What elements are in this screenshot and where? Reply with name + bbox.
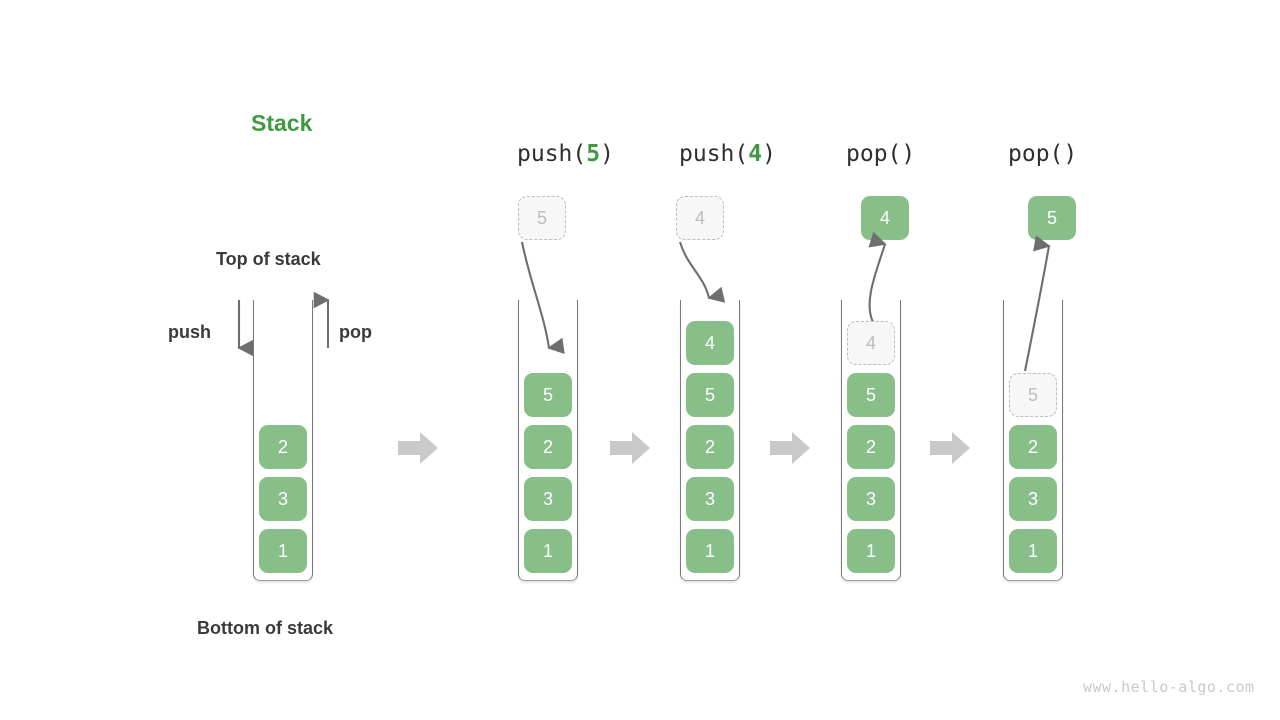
op-prefix: push(	[517, 141, 587, 167]
top-of-stack-label: Top of stack	[216, 249, 321, 269]
op-prefix: pop()	[1008, 141, 1078, 167]
transition-arrow	[930, 432, 970, 464]
operation-title-push4: push(4)	[679, 141, 776, 167]
stack-cell: 1	[524, 529, 572, 573]
stack-container-initial	[253, 300, 313, 581]
pop-motion-arrow	[868, 231, 887, 323]
stack-cell: 2	[524, 425, 572, 469]
op-argument: 5	[586, 141, 601, 167]
vacated-slot-cell: 4	[847, 321, 895, 365]
op-suffix: )	[762, 141, 776, 167]
floating-popped-cell: 4	[861, 196, 909, 240]
stack-cell: 2	[259, 425, 307, 469]
stack-cell: 5	[847, 373, 895, 417]
stack-cell: 3	[524, 477, 572, 521]
stack-cell: 4	[686, 321, 734, 365]
page-title: Stack	[251, 110, 313, 136]
stack-cell: 1	[259, 529, 307, 573]
push-label: push	[168, 322, 211, 342]
stack-cell: 3	[686, 477, 734, 521]
pop-label: pop	[339, 322, 372, 342]
transition-arrow	[398, 432, 438, 464]
stack-cell: 1	[847, 529, 895, 573]
transition-arrow	[610, 432, 650, 464]
stack-cell: 2	[1009, 425, 1057, 469]
op-argument: 4	[748, 141, 763, 167]
vacated-slot-cell: 5	[1009, 373, 1057, 417]
operation-title-pop5: pop()	[1008, 141, 1077, 167]
pop-motion-arrow	[1023, 235, 1051, 372]
stack-cell: 5	[686, 373, 734, 417]
push-direction-arrow	[237, 300, 254, 357]
op-prefix: pop()	[846, 141, 916, 167]
operation-title-push5: push(5)	[517, 141, 614, 167]
push-motion-arrow	[678, 241, 726, 303]
floating-popped-cell: 5	[1028, 196, 1076, 240]
watermark: www.hello-algo.com	[1083, 678, 1255, 696]
stack-container-pop5	[1003, 300, 1063, 581]
stack-cell: 1	[686, 529, 734, 573]
push-motion-arrow	[520, 241, 565, 354]
stack-container-pop4	[841, 300, 901, 581]
stack-cell: 3	[1009, 477, 1057, 521]
stack-cell: 1	[1009, 529, 1057, 573]
stack-cell: 2	[847, 425, 895, 469]
floating-ghost-cell: 5	[518, 196, 566, 240]
stack-container-push5	[518, 300, 578, 581]
op-suffix: )	[600, 141, 614, 167]
stack-cell: 5	[524, 373, 572, 417]
stack-cell: 3	[847, 477, 895, 521]
op-prefix: push(	[679, 141, 749, 167]
transition-arrow	[770, 432, 810, 464]
floating-ghost-cell: 4	[676, 196, 724, 240]
stack-cell: 2	[686, 425, 734, 469]
stack-container-push4	[680, 300, 740, 581]
bottom-of-stack-label: Bottom of stack	[197, 618, 334, 638]
pop-direction-arrow	[313, 291, 330, 348]
stack-cell: 3	[259, 477, 307, 521]
operation-title-pop4: pop()	[846, 141, 915, 167]
